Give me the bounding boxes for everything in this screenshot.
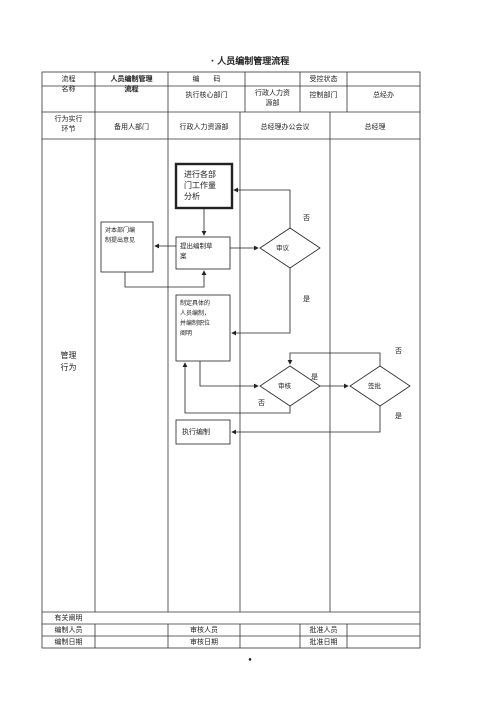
exec-core-label: 执行核心部门 — [185, 91, 228, 99]
footer-related-label: 有关阐明 — [54, 614, 83, 622]
process-name-label: 流程 名称 — [61, 75, 76, 93]
lane-name-hr: 行政人力资源部 — [179, 123, 229, 131]
node-draft-proposal-text: 提出编制草 案 — [180, 242, 213, 260]
process-name-value: 人员编制管理 流程 — [110, 75, 153, 93]
node-detail-plan — [175, 294, 231, 362]
node-detail-plan-text: 制定具体的 人员编制， 并编制职位 阐明 — [180, 300, 211, 337]
node-sign-text: 签批 — [368, 382, 381, 390]
control-status-label: 受控状态 — [309, 75, 338, 83]
node-execute — [175, 419, 231, 445]
footer-reviewer-label: 审核人员 — [190, 626, 218, 634]
footer-author-date-label: 编制日期 — [54, 638, 83, 646]
node-execute-text: 执行编制 — [182, 428, 210, 436]
node-audit-text: 审核 — [278, 382, 291, 390]
lane-row-label: 行为实行 环节 — [54, 115, 83, 133]
edge-label-audit-yes: 是 — [311, 373, 318, 381]
footer-author-label: 编制人员 — [54, 626, 83, 634]
node-workload-analysis — [174, 162, 234, 210]
node-review-text: 审议 — [276, 244, 289, 252]
lane-name-gm: 总经理 — [364, 123, 386, 131]
node-dept-opinion-text: 对本部门编 制提出意见 — [105, 227, 136, 244]
lane-name-gm-meeting: 总经理办公会议 — [260, 123, 310, 131]
edge-label-review-no: 否 — [303, 214, 310, 222]
edge-label-sign-no: 否 — [395, 347, 402, 355]
footer-approve-date-label: 批准日期 — [309, 638, 338, 646]
page-marker: • — [247, 656, 253, 666]
control-dept-value: 总经办 — [373, 91, 394, 99]
node-draft-proposal — [175, 236, 231, 270]
page-title: · 人员编制管理流程 — [210, 57, 290, 67]
exec-core-value: 行政人力资 源部 — [255, 89, 290, 107]
node-workload-analysis-text: 进行各部 门工作量 分析 — [184, 170, 216, 201]
footer-approver-label: 批准人员 — [309, 626, 338, 634]
node-dept-opinion — [100, 221, 154, 273]
edge-label-review-yes: 是 — [303, 295, 310, 303]
edge-label-sign-yes: 是 — [395, 412, 402, 420]
footer-review-date-label: 审核日期 — [190, 638, 218, 646]
code-label: 编 码 — [192, 75, 221, 83]
control-dept-label: 控制部门 — [309, 91, 338, 99]
edge-label-audit-no: 否 — [258, 399, 265, 407]
body-label: 管理 行为 — [60, 351, 77, 372]
node-review-diamond — [259, 227, 321, 269]
lane-name-dept: 备用人部门 — [114, 123, 149, 131]
